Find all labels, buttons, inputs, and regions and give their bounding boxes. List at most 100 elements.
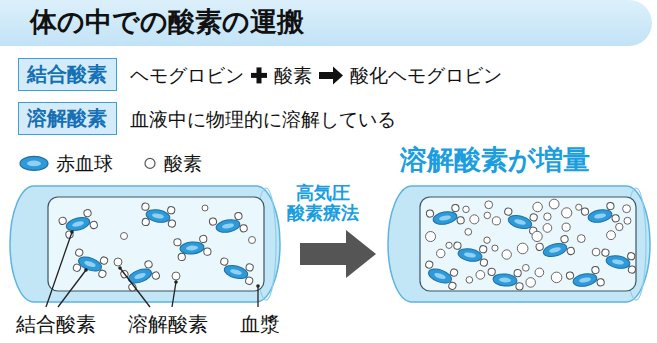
bound-oxygen: [151, 271, 160, 280]
red-blood-cell: [581, 201, 620, 227]
cell-highlight: [464, 252, 477, 259]
dissolved-oxygen: [446, 242, 452, 248]
cells-before: [58, 202, 257, 293]
dissolved-oxygen: [426, 232, 436, 242]
bound-oxygen: [75, 248, 84, 257]
dissolved-oxygen: [484, 237, 490, 243]
dissolved-oxygen: [517, 243, 528, 254]
red-blood-cell: [599, 248, 638, 274]
bound-oxygen: [245, 263, 254, 272]
dissolved-oxygen: [616, 223, 623, 230]
bound-oxygen: [83, 209, 92, 218]
red-blood-cell: [451, 241, 490, 267]
bound-oxygen: [178, 253, 186, 261]
red-blood-cell: [487, 267, 525, 290]
red-blood-cell: [217, 256, 257, 285]
bound-oxygen: [535, 242, 544, 251]
oxygen-swatch: [145, 158, 155, 168]
cell-highlight: [186, 245, 198, 251]
bound-oxygen: [456, 216, 464, 224]
bound-oxygen: [234, 212, 242, 220]
dissolved-oxygen: [485, 201, 493, 209]
leader-dot: [84, 268, 88, 272]
dissolved-oxygen: [549, 199, 559, 209]
leader-lines: [46, 230, 260, 307]
red-blood-cell: [209, 211, 248, 237]
cell-highlight: [612, 259, 625, 266]
bound-oxygen: [168, 219, 176, 227]
cell-body: [215, 218, 241, 234]
cell-highlight: [230, 268, 243, 276]
term-box: 溶解酸素: [18, 102, 117, 135]
bound-oxygen: [529, 213, 538, 222]
treatment-label: 高気圧 酸素療法: [286, 183, 360, 223]
bound-oxygen: [566, 247, 575, 256]
cell-body: [605, 254, 631, 270]
reaction-term: 酸素: [274, 64, 312, 87]
reaction-term: 酸化ヘモグロビン: [350, 64, 502, 87]
cell-highlight: [222, 223, 235, 230]
cell-body: [572, 272, 598, 288]
bound-oxygen: [89, 221, 98, 230]
bound-oxygen: [479, 245, 487, 253]
bound-oxygen: [167, 206, 175, 214]
bound-oxygen: [601, 249, 609, 257]
dissolved-oxygen: [249, 237, 256, 244]
red-blood-cell: [139, 202, 179, 231]
dissolved-oxygen: [121, 233, 128, 240]
red-blood-cell: [69, 247, 111, 281]
dissolved-oxygen: [577, 235, 585, 243]
bound-oxygen: [449, 268, 458, 277]
bound-oxygen: [209, 217, 217, 225]
bound-oxygen: [174, 238, 182, 246]
cell-body: [427, 266, 454, 285]
cell-highlight: [434, 272, 447, 281]
bound-oxygen: [514, 269, 522, 277]
bound-oxygen: [99, 256, 108, 265]
bound-oxygen: [451, 204, 459, 212]
cell-highlight: [152, 213, 165, 220]
dissolved-oxygen: [466, 277, 473, 284]
part-name: 血漿: [240, 312, 280, 336]
dissolved-oxygen: [437, 249, 445, 257]
dissolved-oxygen: [544, 213, 551, 220]
cell-body: [587, 208, 613, 224]
bound-oxygen: [142, 218, 150, 226]
cell-body: [77, 254, 104, 273]
bound-oxygen: [72, 263, 81, 272]
dissolved-oxygen: [502, 250, 511, 259]
bound-oxygen: [480, 258, 488, 266]
cell-body: [457, 247, 483, 263]
dissolved-oxygen: [551, 272, 562, 283]
reaction-arrow: [319, 66, 343, 84]
bound-oxygen: [628, 265, 636, 273]
cell-body: [65, 215, 91, 233]
leader-dot: [256, 284, 260, 288]
red-blood-cell: [566, 265, 605, 291]
dissolved-oxygen: [476, 270, 485, 279]
bound-oxygen: [58, 216, 67, 225]
term-box: 結合酸素: [18, 58, 117, 91]
cell-highlight: [84, 260, 97, 269]
bound-oxygen: [425, 260, 434, 269]
dissolved-oxygen: [522, 264, 529, 271]
vessel-wall: [10, 186, 280, 302]
cell-highlight: [499, 277, 511, 283]
title: 体の中での酸素の運搬: [30, 6, 304, 38]
cell-highlight: [579, 277, 592, 284]
bound-oxygen: [596, 278, 604, 286]
bound-oxygen: [488, 268, 496, 276]
bound-oxygen: [611, 214, 619, 222]
plasma: [420, 197, 636, 291]
vessel-wall: [388, 186, 650, 302]
dissolved-oxygen: [543, 224, 552, 233]
dissolved-oxygen: [492, 245, 498, 251]
bound-oxygen: [560, 235, 569, 244]
dissolved-oxygen: [562, 208, 572, 218]
result-heading: 溶解酸素が増量: [400, 144, 590, 176]
process-arrow: [300, 230, 376, 278]
term-label: 溶解酸素: [27, 106, 107, 130]
bound-oxygen: [426, 209, 434, 217]
red-blood-cell: [426, 203, 465, 229]
cell-body: [493, 273, 518, 287]
